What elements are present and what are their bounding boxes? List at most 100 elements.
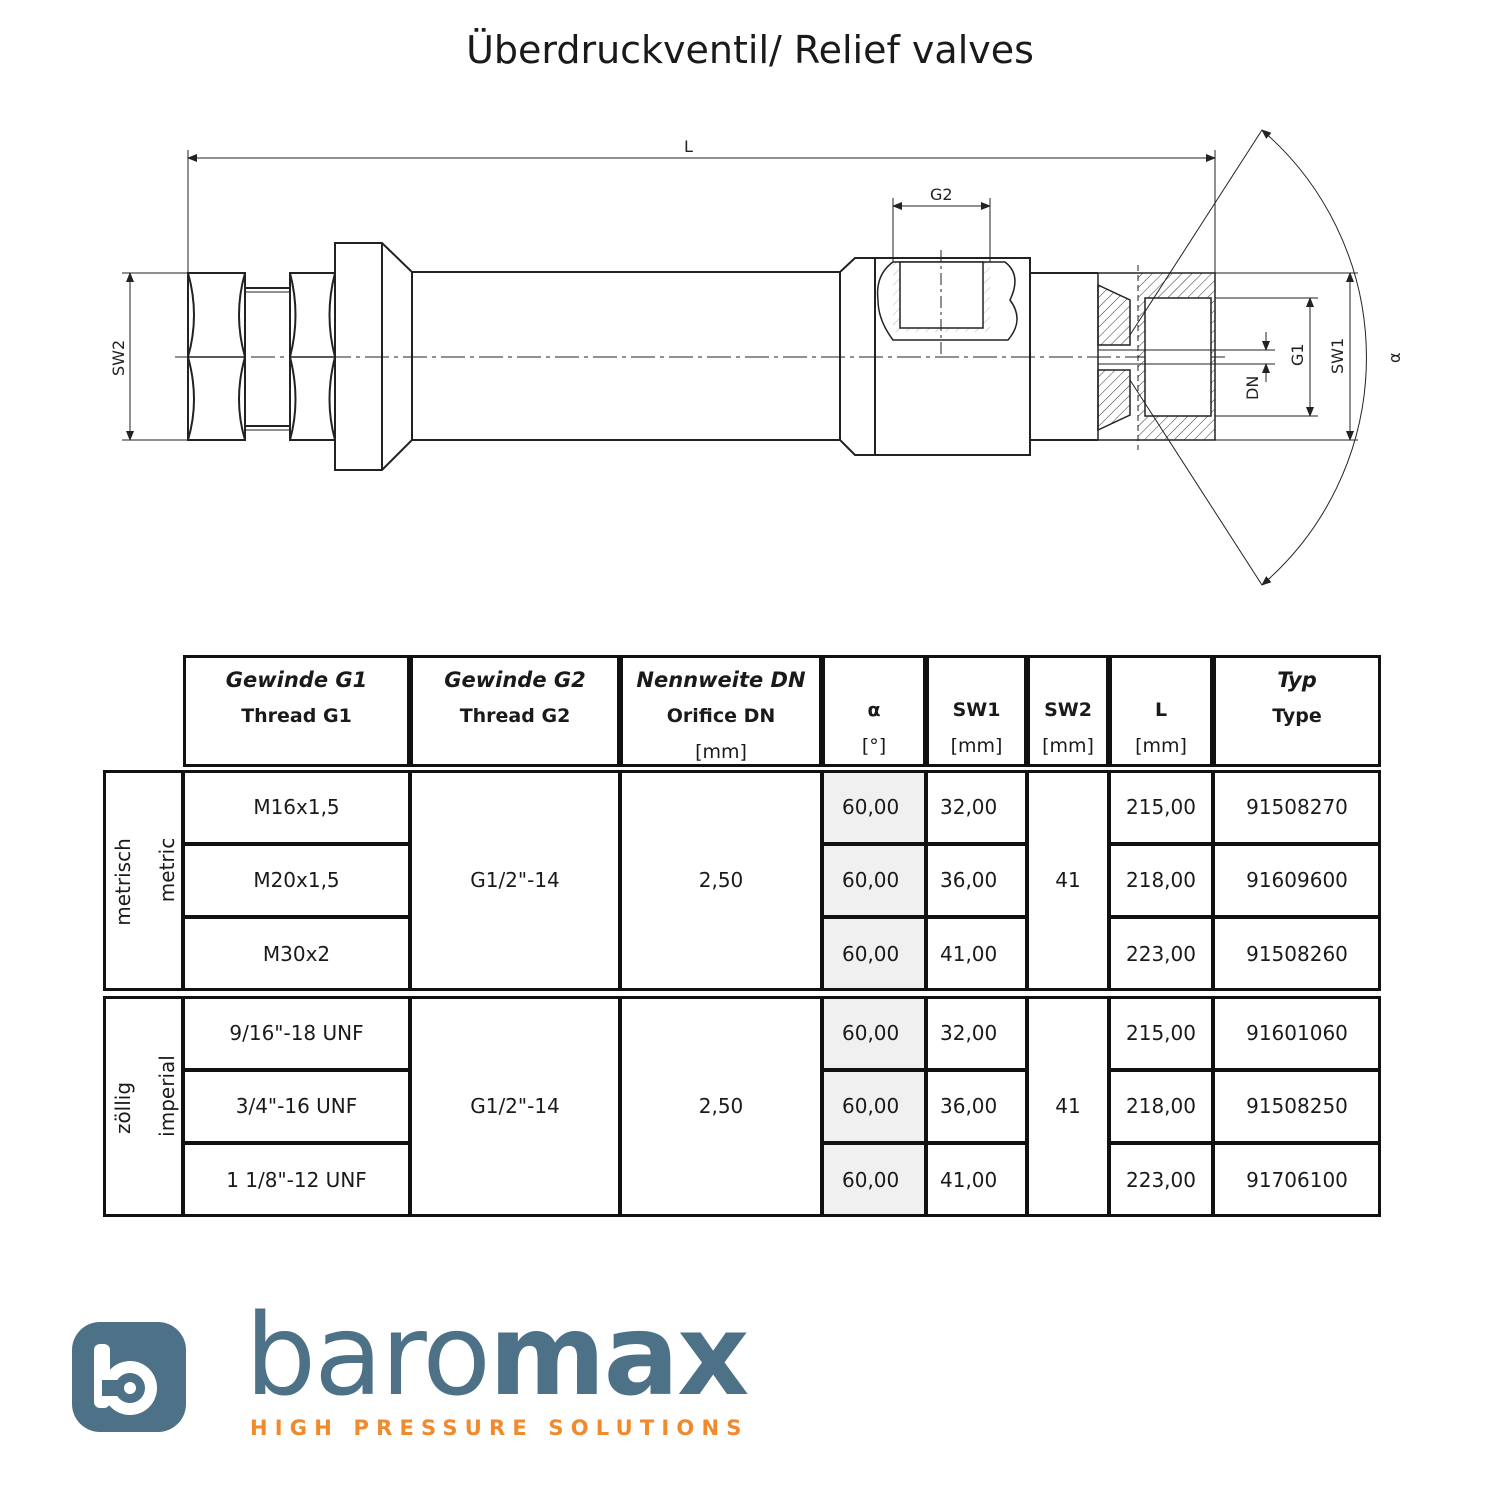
table-cell-type: 91609600 [1213, 843, 1381, 917]
l-value: 223,00 [1126, 1167, 1196, 1192]
merged-g2-cell: G1/2"-14 [410, 996, 620, 1217]
table-cell-g1: 9/16"-18 UNF [183, 996, 410, 1070]
alpha-value: 60,00 [842, 868, 900, 893]
brand-tagline: HIGH PRESSURE SOLUTIONS [250, 1416, 749, 1440]
type-value: 91508270 [1246, 794, 1348, 819]
l-value: 215,00 [1126, 794, 1196, 819]
header-line-3: [mm] [695, 741, 747, 763]
header-line-1: Gewinde G1 [225, 668, 368, 692]
table-header-cell: L [mm] [1109, 655, 1213, 767]
table-cell-alpha: 60,00 [822, 770, 926, 844]
group-label-de: metrisch [111, 838, 135, 927]
dim-label-g1: G1 [1288, 343, 1307, 366]
header-line-2: Thread G2 [459, 705, 571, 727]
table-cell-l: 215,00 [1109, 770, 1213, 844]
type-value: 91508260 [1246, 941, 1348, 966]
table-cell-type: 91508260 [1213, 917, 1381, 991]
header-line-3: [mm] [1135, 735, 1187, 757]
dim-label-alpha: α [1385, 352, 1404, 363]
table-cell-l: 215,00 [1109, 996, 1213, 1070]
group-label-en: imperial [155, 1055, 179, 1138]
alpha-value: 60,00 [842, 1167, 900, 1192]
header-line-2: Thread G1 [241, 705, 352, 727]
type-value: 91609600 [1246, 868, 1348, 893]
type-value: 91601060 [1246, 1020, 1348, 1045]
table-cell-g1: 3/4"-16 UNF [183, 1069, 410, 1143]
table-header-cell: SW1 [mm] [926, 655, 1027, 767]
table-cell-alpha: 60,00 [822, 917, 926, 991]
sw1-value: 36,00 [940, 1094, 998, 1119]
header-line-2: SW1 [952, 699, 1001, 721]
l-value: 215,00 [1126, 1020, 1196, 1045]
table-cell-sw1: 41,00 [926, 1143, 1027, 1217]
table-cell-sw1: 36,00 [926, 1069, 1027, 1143]
dim-label-dn: DN [1243, 376, 1262, 400]
sw1-value: 32,00 [940, 1020, 998, 1045]
table-cell-l: 223,00 [1109, 917, 1213, 991]
header-line-3: [mm] [1042, 735, 1094, 757]
type-value: 91706100 [1246, 1167, 1348, 1192]
table-header-cell: α[°] [822, 655, 926, 767]
g1-value: 9/16"-18 UNF [229, 1020, 364, 1045]
header-line-2: SW2 [1044, 699, 1092, 721]
table-cell-sw1: 41,00 [926, 917, 1027, 991]
merged-g2-cell: G1/2"-14 [410, 770, 620, 991]
table-cell-sw1: 32,00 [926, 996, 1027, 1070]
table-cell-type: 91508270 [1213, 770, 1381, 844]
header-line-1: Typ [1277, 668, 1317, 692]
alpha-value: 60,00 [842, 794, 900, 819]
sw1-value: 41,00 [940, 941, 998, 966]
dn-value: 2,50 [698, 1094, 744, 1119]
dim-label-l: L [684, 137, 693, 156]
table-cell-g1: M20x1,5 [183, 843, 410, 917]
sw1-value: 32,00 [940, 794, 998, 819]
header-line-2: L [1154, 699, 1168, 721]
brand-light: baro [245, 1291, 491, 1421]
table-cell-alpha: 60,00 [822, 1143, 926, 1217]
group-label-en: metric [155, 838, 179, 903]
page-title: Überdruckventil/ Relief valves [466, 28, 1034, 72]
valve-body [839, 257, 1031, 456]
table-cell-alpha: 60,00 [822, 1069, 926, 1143]
group-label-cell: metrisch metric [103, 770, 183, 991]
table-cell-l: 223,00 [1109, 1143, 1213, 1217]
table-cell-type: 91508250 [1213, 1069, 1381, 1143]
baromax-logo-icon [72, 1322, 186, 1432]
table-cell-l: 218,00 [1109, 1069, 1213, 1143]
header-line-2: Orifice DN [666, 705, 776, 727]
g2-value: G1/2"-14 [470, 1094, 560, 1119]
g1-value: 1 1/8"-12 UNF [226, 1167, 367, 1192]
header-line-3: [mm] [950, 735, 1003, 757]
dn-value: 2,50 [698, 868, 744, 893]
g1-value: M30x2 [262, 941, 331, 966]
sw2-value: 41 [1055, 868, 1081, 893]
sw1-value: 41,00 [940, 1167, 998, 1192]
table-cell-g1: M30x2 [183, 917, 410, 991]
alpha-value: 60,00 [842, 941, 900, 966]
dim-label-sw2: SW2 [109, 340, 128, 376]
g2-value: G1/2"-14 [470, 868, 560, 893]
merged-dn-cell: 2,50 [620, 996, 822, 1217]
alpha-value: 60,00 [842, 1020, 900, 1045]
l-value: 223,00 [1126, 941, 1196, 966]
dim-label-g2: G2 [930, 185, 953, 204]
header-line-2: Type [1272, 705, 1322, 727]
table-cell-type: 91706100 [1213, 1143, 1381, 1217]
l-value: 218,00 [1126, 1094, 1196, 1119]
table-cell-type: 91601060 [1213, 996, 1381, 1070]
table-header-cell: Gewinde G1 Thread G1 [183, 655, 410, 767]
brand-wordmark: baromax [245, 1300, 749, 1412]
table-cell-l: 218,00 [1109, 843, 1213, 917]
sw1-value: 36,00 [940, 868, 998, 893]
g1-value: 3/4"-16 UNF [235, 1094, 358, 1119]
table-cell-alpha: 60,00 [822, 843, 926, 917]
technical-drawing: L G2 SW2 DN G1 SW1 α [109, 129, 1404, 586]
dim-label-sw1: SW1 [1328, 338, 1347, 374]
table-cell-alpha: 60,00 [822, 996, 926, 1070]
brand-bold: max [488, 1291, 750, 1421]
alpha-value: 60,00 [842, 1094, 900, 1119]
